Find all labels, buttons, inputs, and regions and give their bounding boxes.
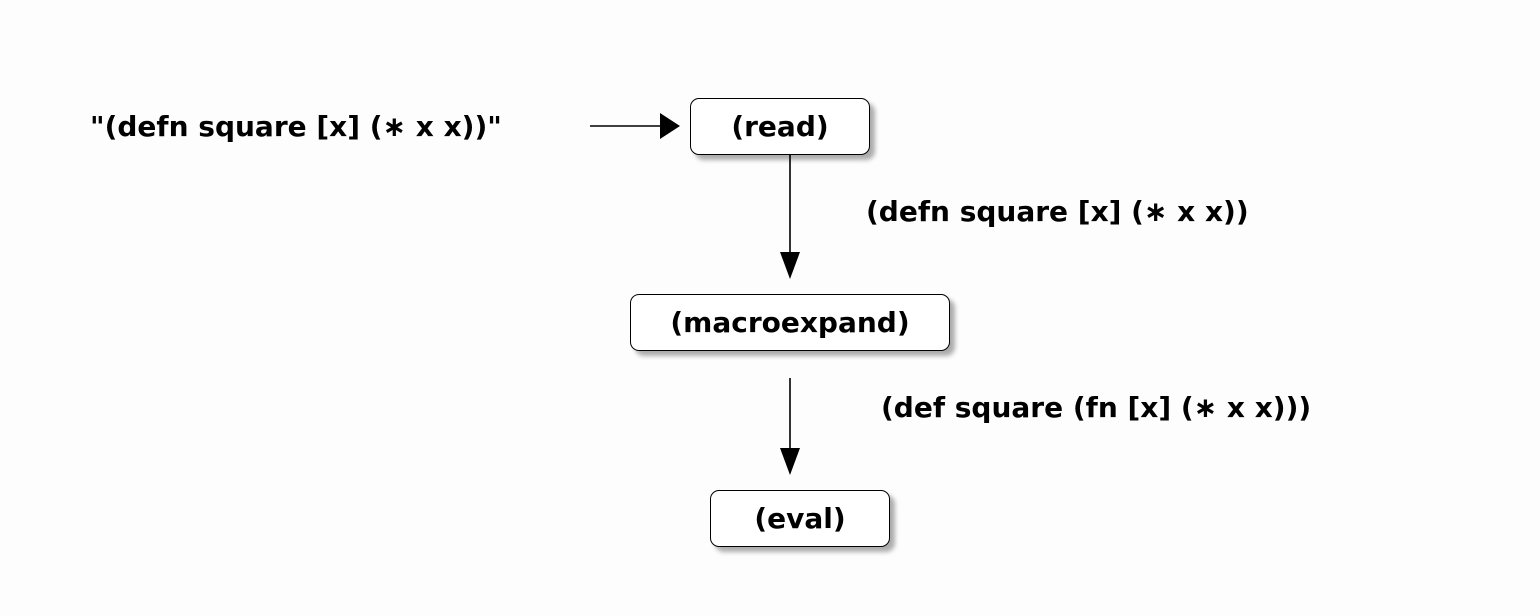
arrow-macroexpand-to-eval (780, 378, 800, 475)
arrow-macroexpand-to-eval-head (780, 448, 800, 475)
macroexpand-output-label: (def square (fn [x] (∗ x x))) (881, 391, 1312, 424)
read-output-label: (defn square [x] (∗ x x)) (866, 195, 1249, 228)
macroexpand-node: (macroexpand) (630, 294, 950, 351)
read-node: (read) (690, 98, 870, 155)
arrow-input-to-read (590, 113, 680, 139)
arrow-read-to-macroexpand-head (780, 252, 800, 279)
eval-node: (eval) (710, 490, 890, 547)
arrow-input-to-read-head (660, 113, 680, 139)
input-string-label: "(defn square [x] (∗ x x))" (90, 110, 502, 143)
arrow-read-to-macroexpand (780, 155, 800, 279)
